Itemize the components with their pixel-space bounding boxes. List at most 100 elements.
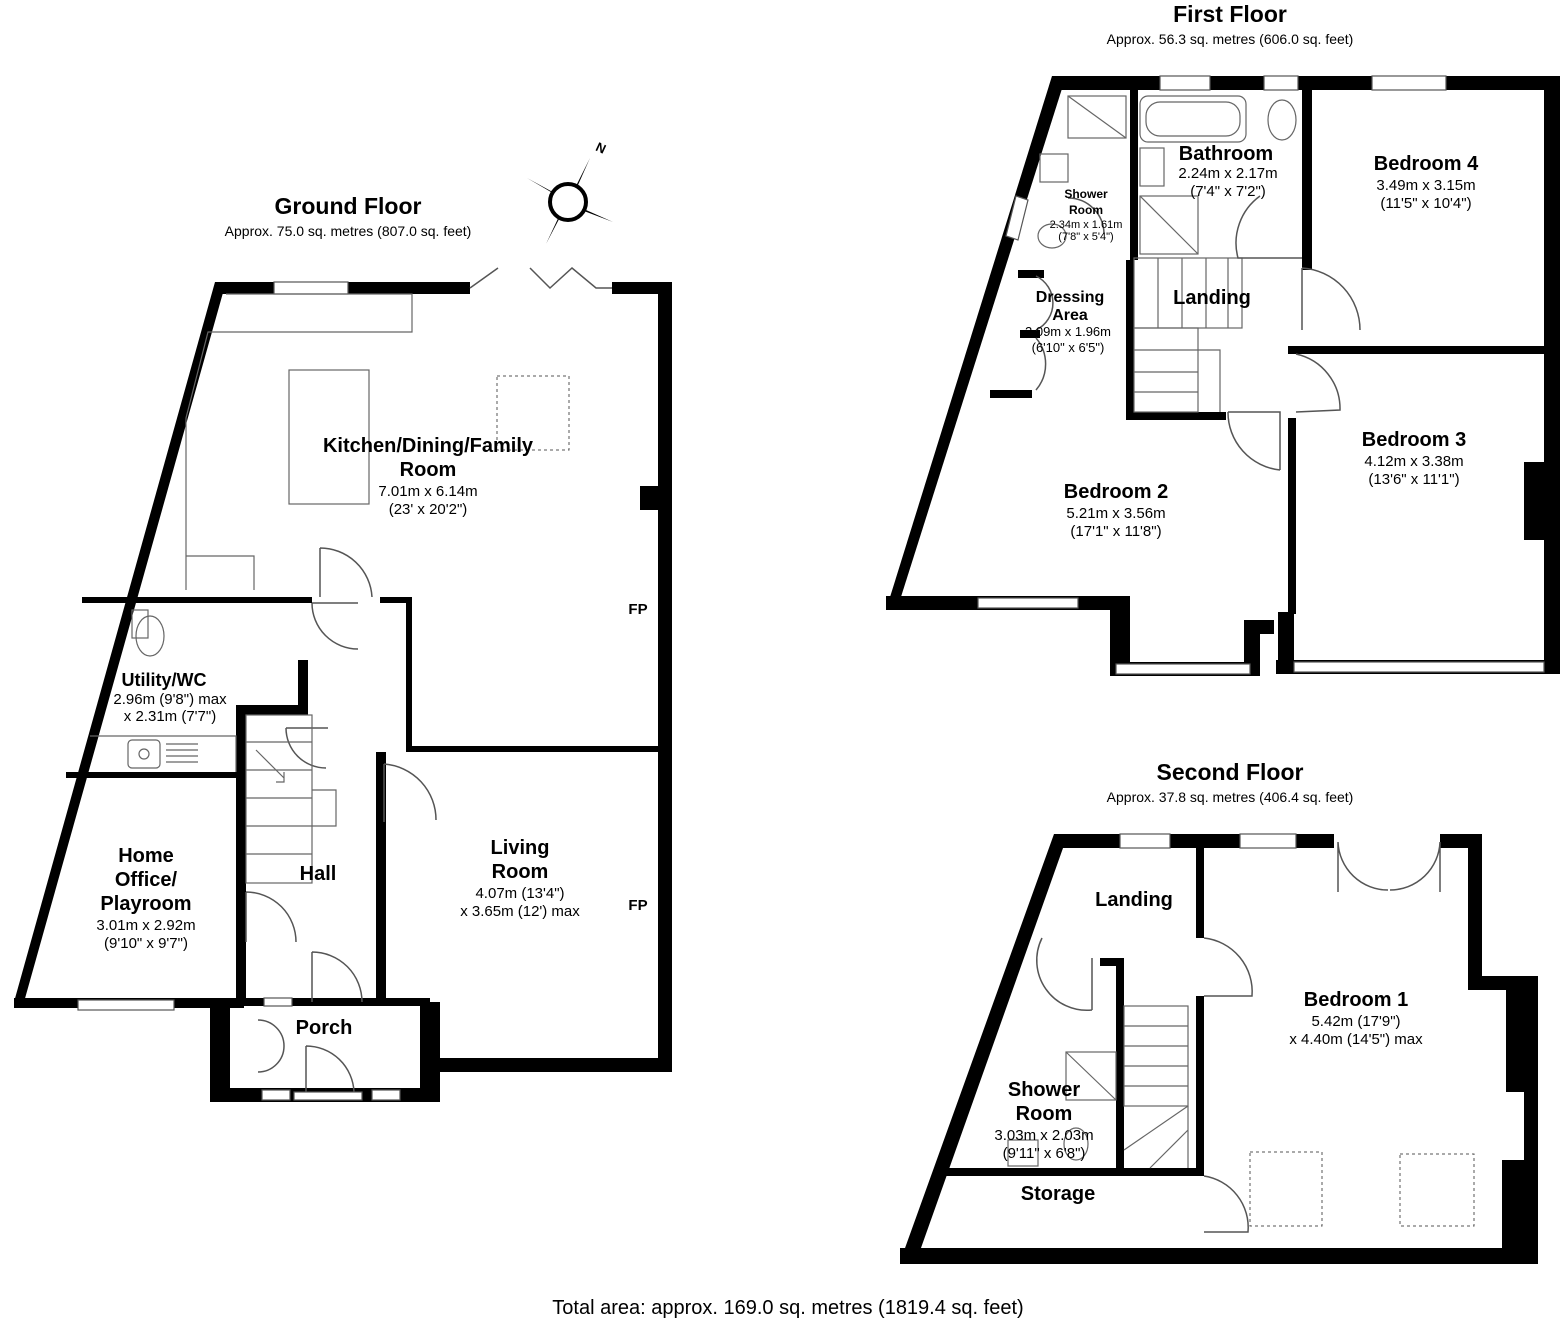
window-bedroom3: [1293, 661, 1545, 673]
door-living: [383, 763, 437, 822]
room-dressing: Dressing Area 2.09m x 1.96m (6'10" x 6'5…: [1025, 289, 1111, 355]
room-shower-second: Shower Room 3.03m x 2.03m (9'11" x 6'8"): [994, 1079, 1093, 1162]
rooflight-2: [1399, 1153, 1475, 1227]
room-bedroom2: Bedroom 2 5.21m x 3.56m (17'1" x 11'8"): [1064, 481, 1168, 540]
room-landing-first-name: Landing: [1173, 287, 1251, 309]
landing-left-wall: [1126, 260, 1134, 420]
room-bedroom1: Bedroom 1 5.42m (17'9") x 4.40m (14'5") …: [1289, 989, 1423, 1048]
room-dimensions: (9'11" x 6'8"): [1003, 1145, 1086, 1162]
second-shower-top-stub: [1100, 958, 1124, 966]
first-rear-wall: [1052, 76, 1560, 90]
room-name: Bathroom: [1179, 143, 1273, 165]
room-name: Dressing: [1036, 289, 1104, 306]
room-name: Room: [492, 861, 549, 883]
room-office: Home Office/ Playroom 3.01m x 2.92m (9'1…: [96, 845, 195, 952]
room-dimensions: (23' x 20'2"): [389, 501, 468, 518]
french-doors-bedroom1: [1337, 841, 1441, 892]
bath-bed4-wall: [1302, 90, 1312, 270]
room-name: Room: [1069, 203, 1103, 217]
room-bedroom4: Bedroom 4 3.49m x 3.15m (11'5" x 10'4"): [1374, 153, 1479, 212]
door-bedroom3: [1295, 353, 1341, 413]
ground-front-wall-living: [430, 1058, 672, 1072]
window-porch-left: [261, 1089, 291, 1101]
ground-staircase: [245, 714, 337, 884]
kitchen-rooflight: [496, 375, 570, 451]
room-shower-first: Shower Room 2.34m x 1.61m (7'8" x 5'4"): [1050, 187, 1123, 243]
kitchen-island: [288, 369, 370, 505]
room-name: Shower: [1008, 1079, 1080, 1101]
room-name: Bedroom 3: [1362, 429, 1466, 451]
window-bedroom2: [977, 597, 1079, 609]
room-dimensions: (6'10" x 6'5"): [1032, 340, 1105, 355]
room-dimensions: (7'4" x 7'2"): [1190, 183, 1266, 200]
second-stair-right-wall: [1196, 996, 1204, 1176]
room-dimensions: 4.07m (13'4"): [475, 885, 564, 902]
door-shower: [1067, 197, 1105, 235]
second-floor-plan: Second Floor Approx. 37.8 sq. metres (40…: [900, 759, 1538, 1264]
door-understairs: [285, 727, 328, 769]
second-rear-wall-right: [1440, 834, 1474, 848]
second-chimney-lower: [1502, 1160, 1538, 1264]
fireplace-label: FP: [628, 897, 647, 914]
porch-back-wall: [230, 998, 430, 1006]
room-name: Office/: [115, 869, 178, 891]
first-floor-title: First Floor: [1173, 1, 1287, 27]
room-bathroom: Bathroom 2.24m x 2.17m (7'4" x 7'2"): [1178, 143, 1277, 200]
first-floor-area: Approx. 56.3 sq. metres (606.0 sq. feet): [1107, 31, 1354, 47]
second-right-wall-upper: [1468, 834, 1482, 984]
window-bathroom-2: [1263, 75, 1299, 91]
hall-right-wall-upper: [406, 597, 412, 752]
total-area: Total area: approx. 169.0 sq. metres (18…: [552, 1297, 1023, 1319]
door-bedroom2: [1227, 411, 1281, 471]
room-dimensions: 2.24m x 2.17m: [1178, 165, 1277, 182]
door-office: [245, 891, 297, 943]
room-dimensions: 2.34m x 1.61m: [1050, 219, 1123, 231]
room-hall-name: Hall: [300, 863, 337, 885]
chimney-breast-kitchen: [640, 486, 658, 510]
first-front-stub: [1244, 620, 1274, 634]
room-name: Area: [1052, 307, 1088, 324]
room-name: Utility/WC: [122, 670, 207, 690]
room-name: Home: [118, 845, 174, 867]
second-floor-title: Second Floor: [1157, 759, 1304, 785]
room-dimensions: (9'10" x 9'7"): [104, 935, 188, 952]
utility-bottom-wall: [66, 772, 242, 778]
window-shower: [1005, 195, 1029, 241]
room-name: Living: [491, 837, 550, 859]
bifold-doors: [469, 267, 612, 290]
room-storage-name: Storage: [1021, 1183, 1095, 1205]
living-top-wall: [406, 746, 658, 752]
door-second-shower: [1036, 937, 1093, 1012]
door-utility: [311, 602, 359, 650]
room-name: Shower: [1064, 187, 1108, 201]
room-living: Living Room 4.07m (13'4") x 3.65m (12') …: [460, 837, 580, 920]
stair-top-wall: [246, 705, 306, 715]
window-bedroom1: [1239, 833, 1297, 849]
shower-bath-wall: [1130, 90, 1138, 260]
room-dimensions: 3.03m x 2.03m: [994, 1127, 1093, 1144]
second-outer-wall-left: [900, 834, 1068, 1262]
room-kitchen: Kitchen/Dining/Family Room 7.01m x 6.14m…: [323, 435, 534, 518]
door-kitchen: [319, 547, 373, 598]
first-staircase: [1133, 257, 1243, 413]
window-bedroom2-bay: [1115, 663, 1251, 675]
porch-left-wall: [210, 1002, 230, 1102]
room-dimensions: (13'6" x 11'1"): [1368, 471, 1459, 488]
ground-rear-wall-right: [612, 282, 672, 294]
room-name: Playroom: [100, 893, 191, 915]
storage-top-wall: [944, 1168, 1204, 1176]
room-dimensions: (11'5" x 10'4"): [1380, 195, 1471, 212]
room-dimensions: 3.01m x 2.92m: [96, 917, 195, 934]
window-kitchen: [273, 281, 349, 295]
bed4-bottom-wall: [1312, 346, 1544, 354]
room-dimensions: x 3.65m (12') max: [460, 903, 580, 920]
room-dimensions: (7'8" x 5'4"): [1058, 231, 1113, 243]
second-floor-area: Approx. 37.8 sq. metres (406.4 sq. feet): [1107, 789, 1354, 805]
window-bathroom: [1159, 75, 1211, 91]
window-porch-right: [371, 1089, 401, 1101]
first-right-wall: [1544, 76, 1560, 674]
dressing-cupboard-doors: [1035, 275, 1054, 391]
ground-right-wall: [658, 282, 672, 1072]
utility-top-wall-2: [380, 597, 412, 603]
room-dimensions: x 4.40m (14'5") max: [1289, 1031, 1423, 1048]
